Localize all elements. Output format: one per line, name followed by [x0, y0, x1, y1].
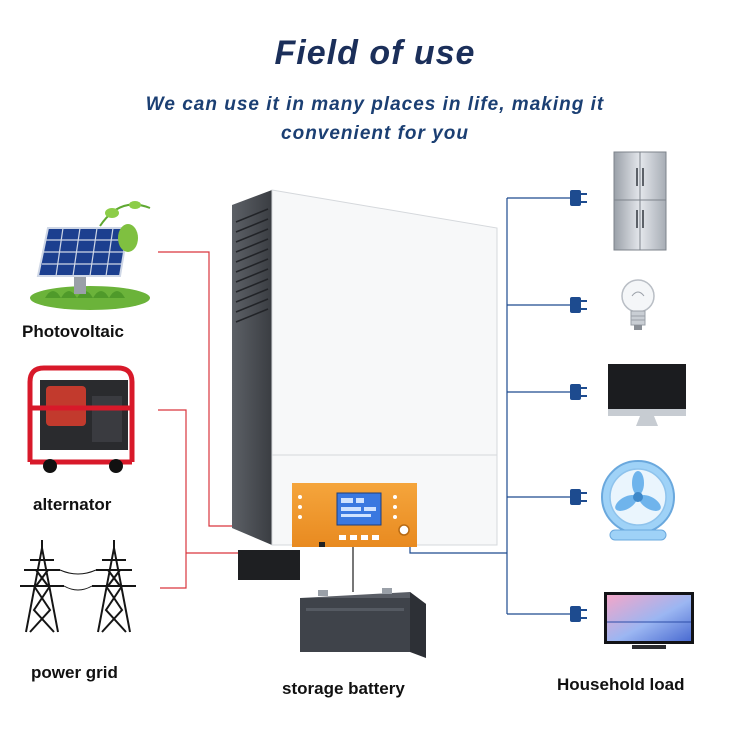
light-bulb-icon [621, 279, 655, 330]
photovoltaic-label: Photovoltaic [22, 322, 125, 341]
fan-icon [601, 460, 675, 541]
plug-icon [570, 384, 587, 400]
plug-icon [570, 489, 587, 505]
page-subtitle: We can use it in many places in life, ma… [145, 94, 605, 144]
television-icon [604, 592, 694, 649]
alternator-label: alternator [33, 495, 112, 514]
solar-panel-icon [30, 201, 151, 310]
storage-battery-label: storage battery [282, 679, 405, 698]
monitor-icon [608, 364, 686, 426]
power-tower-icon [59, 540, 136, 633]
refrigerator-icon [613, 151, 667, 251]
load-wiring [409, 197, 574, 615]
page-title: Field of use [274, 34, 476, 72]
power-grid-label: power grid [31, 663, 118, 682]
plug-icon [570, 606, 587, 622]
plug-icon [570, 190, 587, 206]
inverter-icon [232, 189, 498, 580]
generator-icon [27, 365, 135, 473]
power-tower-icon [20, 540, 64, 633]
plug-icon [570, 297, 587, 313]
battery-icon [300, 588, 426, 658]
household-load-label: Household load [557, 675, 685, 694]
